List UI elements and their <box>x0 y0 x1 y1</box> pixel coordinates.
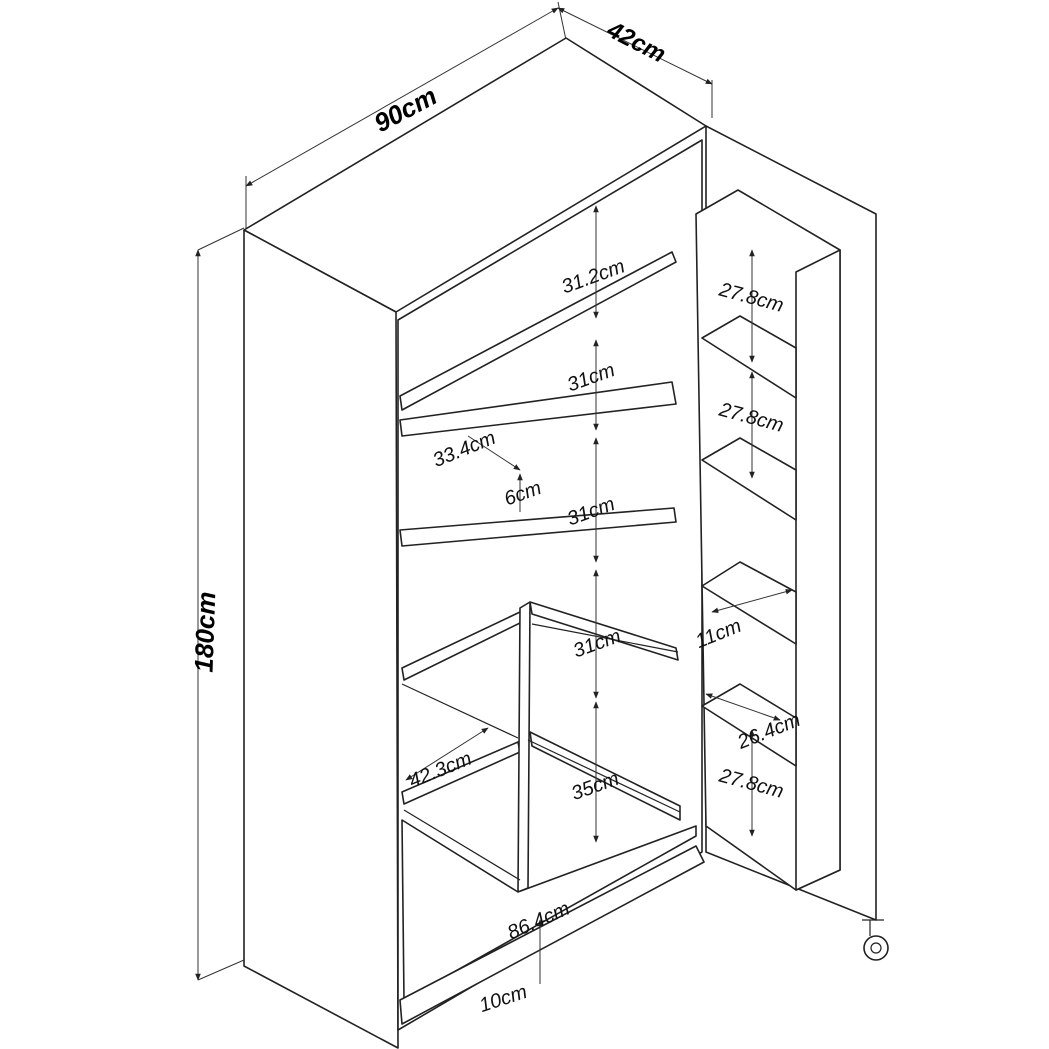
cabinet-floor <box>401 819 697 1001</box>
shelf-2 <box>399 381 677 437</box>
cabinet-left-side-panel <box>243 229 399 1049</box>
vertical-divider <box>517 601 531 893</box>
overall-dimension-lines <box>195 1 713 981</box>
door-rack-shelf-2 <box>701 437 797 521</box>
height-label: 180cm <box>189 591 222 673</box>
caster-wheel-icon <box>862 919 889 961</box>
cabinet-body <box>243 37 707 1049</box>
shelf-1 <box>399 251 677 411</box>
depth-label: 42cm <box>602 16 670 68</box>
door-rack-front <box>795 249 841 891</box>
cabinet-plinth <box>399 845 705 1025</box>
plinth-height-label: 10cm <box>477 981 530 1017</box>
shelf-3 <box>399 507 677 547</box>
inner-dimension-lines <box>405 205 793 984</box>
cabinet-door <box>695 125 889 961</box>
door-rack-shelf-1 <box>701 315 797 399</box>
